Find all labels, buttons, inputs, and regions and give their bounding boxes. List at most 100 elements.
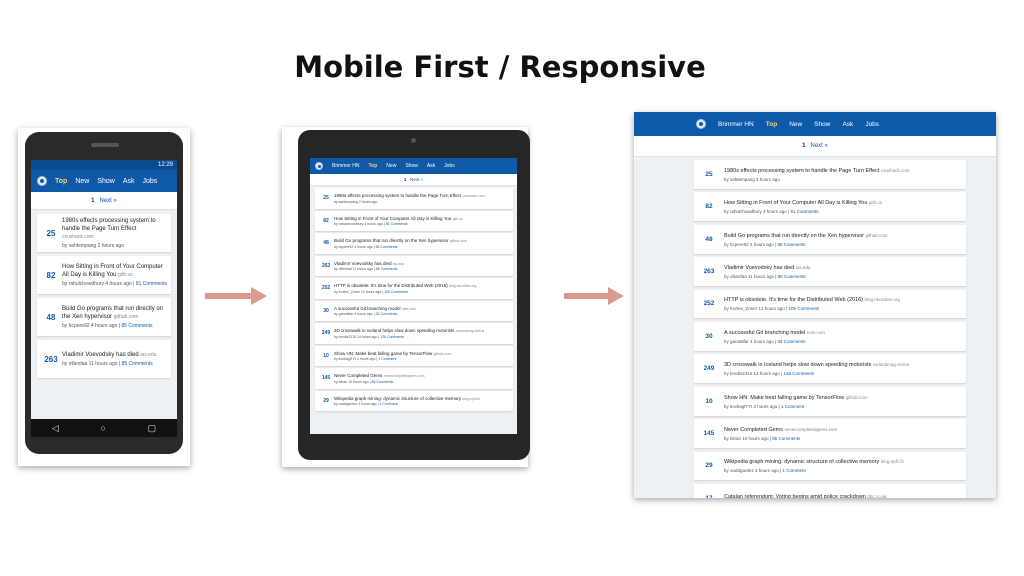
story-comments-link[interactable]: 81 Comments	[790, 209, 819, 215]
story-comments-link[interactable]: 1 Comment	[782, 468, 806, 474]
story-title[interactable]: 3D crosswalk in Iceland helps slow down …	[334, 328, 485, 333]
story-title[interactable]: 1980s effects processing system to handl…	[62, 218, 156, 240]
story-title[interactable]: Build Go programs that run directly on t…	[62, 306, 164, 320]
nav-jobs[interactable]: Jobs	[142, 177, 158, 185]
story-title[interactable]: Never Completed Gems nevercompletedgems.…	[334, 373, 425, 378]
story-comments-link[interactable]: 85 Comments	[375, 244, 398, 249]
nav-top[interactable]: Top	[765, 120, 778, 128]
nav-ask[interactable]: Ask	[122, 177, 135, 185]
story-comments-link[interactable]: 126 Comments	[783, 371, 814, 377]
story-title[interactable]: HTTP is obsolete. It's time for the Dist…	[724, 297, 900, 304]
story-comments-link[interactable]: 81 Comments	[135, 281, 167, 287]
nav-jobs[interactable]: Jobs	[865, 120, 880, 128]
story-comments-link[interactable]: 85 Comments	[371, 379, 394, 384]
next-link[interactable]: Next »	[810, 143, 828, 149]
story-title[interactable]: A successful Git branching model nvie.co…	[334, 305, 416, 311]
story-comments-link[interactable]: 105 Comments	[384, 289, 408, 294]
app-logo-icon[interactable]	[315, 162, 323, 170]
story-row[interactable]: 17Catalan referendum: Voting begins amid…	[694, 483, 966, 498]
story-comments-link[interactable]: 85 Comments	[777, 241, 806, 247]
story-title[interactable]: 3D crosswalk in Iceland helps slow down …	[724, 362, 910, 369]
story-title[interactable]: HTTP is obsolete. It's time for the Dist…	[334, 283, 477, 288]
story-title[interactable]: A successful Git branching model nvie.co…	[724, 329, 825, 336]
back-icon[interactable]: ◁	[51, 422, 59, 433]
home-icon[interactable]: ○	[100, 423, 106, 433]
story-comments-link[interactable]: 81 Comments	[385, 222, 408, 226]
story-comments-link[interactable]: 34 Comments	[777, 338, 806, 344]
story-comments-link[interactable]: 85 Comments	[375, 267, 398, 271]
story-comments-link[interactable]: 85 Comments	[772, 436, 801, 442]
next-link[interactable]: Next »	[410, 177, 424, 182]
story-comments-link[interactable]: 34 Comments	[375, 312, 398, 316]
story-title[interactable]: 1980s effects processing system to handl…	[334, 193, 485, 198]
story-comments-link[interactable]: 1 Comment	[379, 402, 398, 406]
nav-top[interactable]: Top	[368, 163, 378, 169]
story-comments-link[interactable]: 85 Comments	[121, 323, 153, 329]
story-title[interactable]: Wikipedia graph mining: dynamic structur…	[724, 459, 904, 466]
brand-name[interactable]: Brimmer HN	[718, 120, 754, 128]
nav-new[interactable]: New	[75, 177, 90, 185]
recents-icon[interactable]: ▢	[147, 422, 157, 433]
nav-show[interactable]: Show	[814, 120, 831, 128]
nav-new[interactable]: New	[386, 163, 397, 169]
story-comments-link[interactable]: 1 Comment	[378, 357, 397, 361]
story-comments-link[interactable]: 85 Comments	[121, 361, 153, 367]
story-comments-link[interactable]: 85 Comments	[777, 274, 806, 280]
story-title[interactable]: Show HN: Make beat falling game by Tenso…	[724, 394, 868, 401]
story-domain: github.com	[845, 394, 868, 400]
story-title[interactable]: Vladimir Voevodsky has died ias.edu	[724, 265, 811, 272]
story-title[interactable]: How Sitting in Front of Your Computer Al…	[334, 215, 463, 221]
story-title[interactable]: Show HN: Make beat falling game by Tenso…	[334, 350, 451, 356]
story-comments-link[interactable]: 1 Comment	[780, 403, 805, 409]
app-logo-icon[interactable]	[37, 176, 47, 186]
next-link[interactable]: Next »	[99, 198, 117, 204]
story-title[interactable]: Never Completed Gems nevercompletedgems.…	[724, 427, 838, 434]
story-title[interactable]: Build Go programs that run directly on t…	[334, 238, 467, 243]
app-topbar: Brimmer HN Top New Show Ask Jobs	[310, 158, 517, 174]
pager: 1 Next »	[310, 174, 517, 186]
story-title[interactable]: How Sitting in Front of Your Computer Al…	[62, 264, 163, 278]
story-title[interactable]: Vladimir Voevodsky has died ias.edu	[334, 260, 405, 266]
story-title[interactable]: Vladimir Voevodsky has died ias.edu	[62, 352, 157, 358]
app-logo-icon[interactable]	[696, 119, 706, 129]
nav-ask[interactable]: Ask	[842, 120, 854, 128]
story-title[interactable]: Wikipedia graph mining: dynamic structur…	[334, 395, 481, 401]
story-title[interactable]: How Sitting in Front of Your Computer Al…	[724, 200, 883, 207]
brand-name[interactable]: Brimmer HN	[332, 163, 360, 169]
story-title[interactable]: Catalan referendum: Voting begins amid p…	[724, 494, 887, 498]
story-comments-link[interactable]: 105 Comments	[788, 306, 819, 312]
story-title[interactable]: 1980s effects processing system to handl…	[724, 167, 910, 174]
nav-jobs[interactable]: Jobs	[444, 163, 455, 169]
story-title[interactable]: Build Go programs that run directly on t…	[724, 232, 888, 239]
story-comments-link[interactable]: 126 Comments	[380, 334, 404, 339]
nav-new[interactable]: New	[789, 120, 803, 128]
nav-show[interactable]: Show	[97, 177, 115, 185]
nav-top[interactable]: Top	[55, 177, 68, 185]
nav-show[interactable]: Show	[405, 163, 418, 169]
nav-ask[interactable]: Ask	[426, 163, 436, 169]
